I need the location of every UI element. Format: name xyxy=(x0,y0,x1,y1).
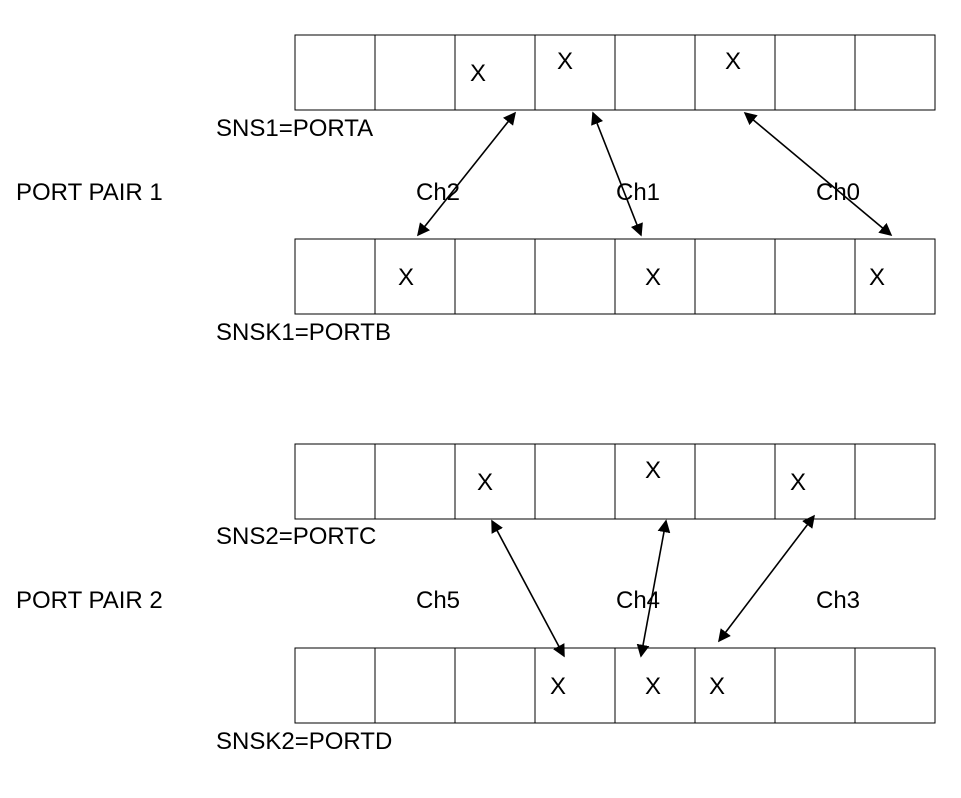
channel-label-ch0: Ch0 xyxy=(816,179,860,206)
register-cell xyxy=(454,238,536,315)
register-cell xyxy=(694,34,776,111)
register-cell xyxy=(374,443,456,520)
snsk2-port-label: SNSK2=PORTD xyxy=(216,728,392,755)
register-bit-mark: X xyxy=(398,264,414,291)
snsk1-port-label: SNSK1=PORTB xyxy=(216,319,391,346)
sns2-register: X X X xyxy=(294,443,936,520)
register-cell xyxy=(694,647,776,724)
register-cell xyxy=(854,238,936,315)
register-cell xyxy=(374,647,456,724)
register-cell xyxy=(614,34,696,111)
register-cell xyxy=(774,34,856,111)
register-bit-mark: X xyxy=(709,673,725,700)
channel-label-ch3: Ch3 xyxy=(816,587,860,614)
register-cell xyxy=(534,34,616,111)
sns2-port-label: SNS2=PORTC xyxy=(216,523,376,550)
register-cell xyxy=(694,238,776,315)
port-pair-2: PORT PAIR 2 X X X SNS2=PORTC X X xyxy=(16,443,936,755)
channel-label-ch4: Ch4 xyxy=(616,587,660,614)
port-pair-2-channels: Ch5 Ch4 Ch3 xyxy=(416,514,860,658)
channel-arrow-ch1 xyxy=(591,111,643,237)
register-cell xyxy=(534,443,616,520)
register-cell xyxy=(454,647,536,724)
register-cell xyxy=(534,238,616,315)
port-pair-1-label: PORT PAIR 1 xyxy=(16,179,163,206)
sns1-register: X X X xyxy=(294,34,936,111)
register-cell xyxy=(854,647,936,724)
register-cell xyxy=(854,443,936,520)
register-bit-mark: X xyxy=(869,264,885,291)
register-bit-mark: X xyxy=(477,469,493,496)
register-cell xyxy=(294,647,376,724)
register-cell xyxy=(534,647,616,724)
channel-arrow-ch0 xyxy=(743,111,893,237)
register-cell xyxy=(774,443,856,520)
channel-arrow-ch3 xyxy=(718,514,815,643)
channel-arrow-ch5 xyxy=(491,519,565,658)
channel-label-ch1: Ch1 xyxy=(616,179,660,206)
register-bit-mark: X xyxy=(725,48,741,75)
port-pair-2-label: PORT PAIR 2 xyxy=(16,587,163,614)
register-cell xyxy=(454,443,536,520)
register-bit-mark: X xyxy=(645,673,661,700)
channel-label-ch5: Ch5 xyxy=(416,587,460,614)
channel-arrow-ch2 xyxy=(417,111,516,237)
register-cell xyxy=(294,34,376,111)
port-pair-1-channels: Ch2 Ch1 Ch0 xyxy=(416,111,893,237)
register-cell xyxy=(694,443,776,520)
register-bit-mark: X xyxy=(790,469,806,496)
channel-label-ch2: Ch2 xyxy=(416,179,460,206)
register-bit-mark: X xyxy=(645,264,661,291)
snsk2-register: X X X xyxy=(294,647,936,724)
register-bit-mark: X xyxy=(645,457,661,484)
sns1-port-label: SNS1=PORTA xyxy=(216,115,373,142)
register-cell xyxy=(854,34,936,111)
register-cell xyxy=(294,443,376,520)
register-cell xyxy=(774,238,856,315)
register-cell xyxy=(294,238,376,315)
register-bit-mark: X xyxy=(557,48,573,75)
channel-arrow-ch4 xyxy=(636,519,671,658)
register-cell xyxy=(614,647,696,724)
register-cell xyxy=(374,238,456,315)
register-cell xyxy=(454,34,536,111)
port-pair-1: PORT PAIR 1 X X X SNS1=PORTA X X xyxy=(16,34,936,346)
register-cell xyxy=(614,238,696,315)
register-cell xyxy=(614,443,696,520)
register-cell xyxy=(774,647,856,724)
register-cell xyxy=(374,34,456,111)
register-bit-mark: X xyxy=(470,60,486,87)
register-bit-mark: X xyxy=(550,673,566,700)
snsk1-register: X X X xyxy=(294,238,936,315)
